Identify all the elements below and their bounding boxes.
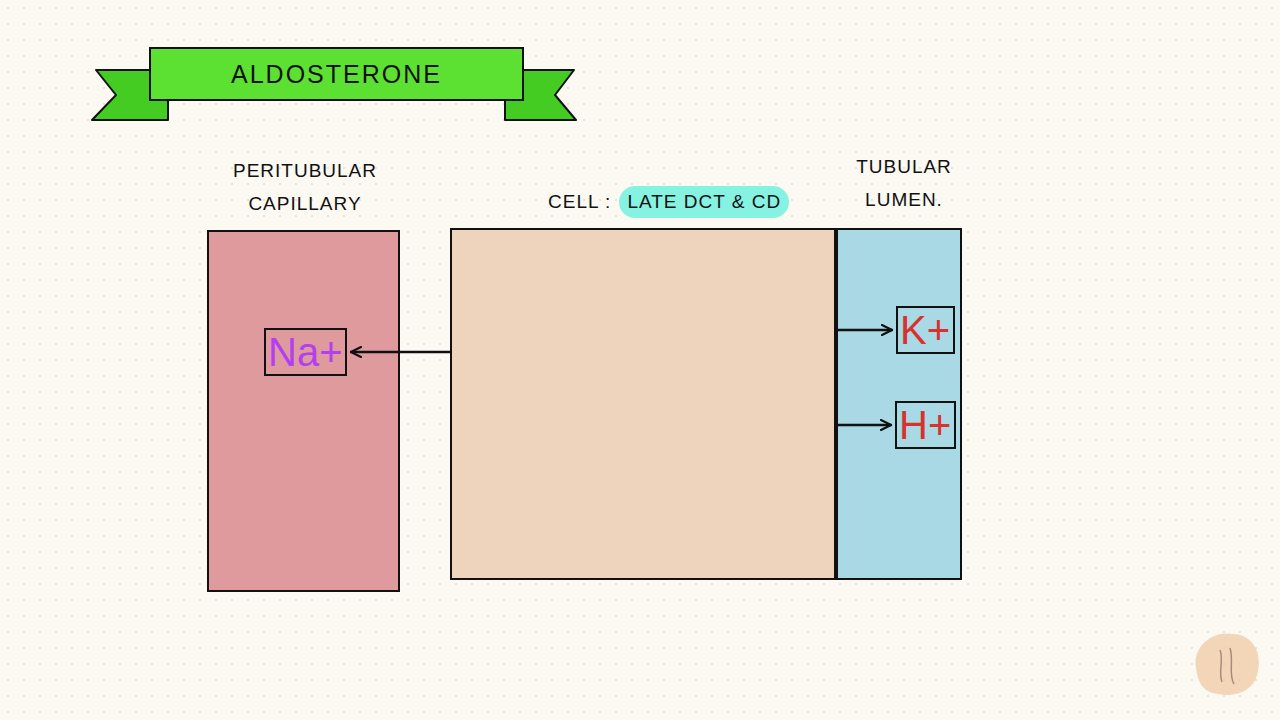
box-label: PERITUBULAR CAPILLARY [225,155,385,220]
highlighted-label: LATE DCT & CD [619,186,789,218]
box-label: CELL : [548,186,611,218]
sodium-ion: Na+ [264,328,347,376]
capillary-box: PERITUBULAR CAPILLARYNa+ [207,230,400,592]
tubule-cell-box: CELL :LATE DCT & CD [450,228,836,580]
watermark-logo [1196,633,1259,695]
box-heading: PERITUBULAR CAPILLARY [225,155,385,220]
title-text: ALDOSTERONE [150,48,523,100]
ion-label: K+ [896,306,955,354]
hydrogen-ion: H+ [895,401,956,449]
title-banner [150,48,523,100]
box-heading: TUBULAR LUMEN. [844,151,964,216]
box-heading: CELL :LATE DCT & CD [548,186,848,218]
ion-label: Na+ [264,328,347,376]
box-label: TUBULAR LUMEN. [844,151,964,216]
potassium-ion: K+ [896,306,955,354]
lumen-box: TUBULAR LUMEN.K+H+ [836,228,962,580]
ion-label: H+ [895,401,956,449]
